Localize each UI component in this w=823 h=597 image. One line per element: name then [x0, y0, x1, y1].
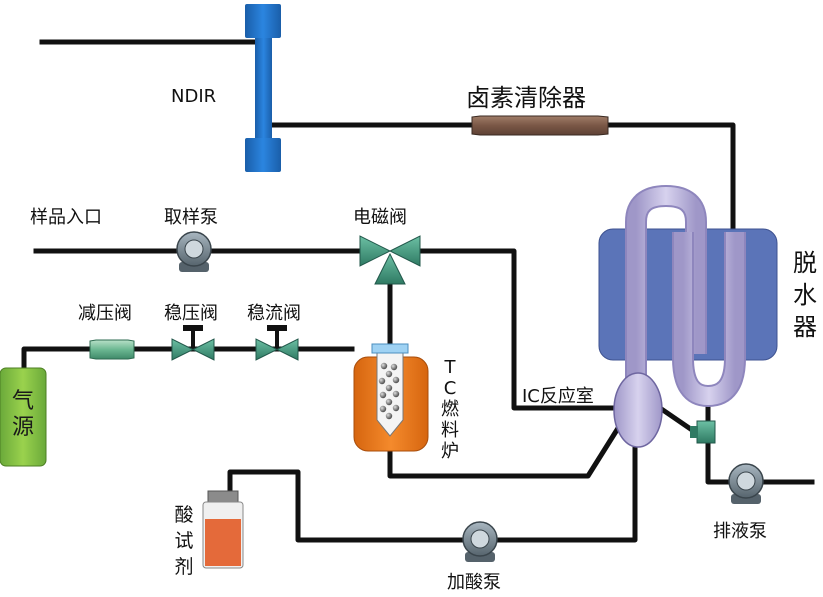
flow-stabilizing-valve-label: 稳流阀	[247, 303, 301, 324]
drain-pump	[728, 463, 764, 504]
halogen-to-dehydrator-pipe	[602, 122, 736, 235]
pressure-reducing-valve-label: 减压阀	[78, 303, 132, 324]
acid-reagent-bottle	[202, 490, 244, 569]
flow-stabilizing-valve	[255, 325, 299, 361]
acid-line-pipe	[227, 437, 638, 543]
ic-reactor-label: IC反应室	[522, 386, 594, 407]
sample-inlet-label: 样品入口	[30, 207, 102, 228]
pressure-stabilizing-valve-label: 稳压阀	[164, 303, 218, 324]
solenoid-valve	[359, 235, 421, 285]
acid-reagent-label: 酸试剂	[174, 504, 194, 578]
ndir-label: NDIR	[171, 86, 217, 107]
drain-pipe	[705, 395, 815, 485]
drain-pump-label: 排液泵	[713, 521, 767, 542]
dehydrator-label: 脱水器	[793, 249, 817, 341]
tc-furnace-label: TC燃料炉	[441, 357, 459, 462]
dehydrator	[598, 184, 778, 408]
pressure-reducing-valve	[89, 339, 135, 360]
gas-supply-pipe	[21, 346, 355, 375]
valve-to-ic-pipe	[417, 248, 619, 411]
ic-reactor	[613, 372, 663, 448]
tc-to-ic-pipe	[387, 421, 624, 479]
pressure-stabilizing-valve	[171, 325, 215, 361]
solenoid-valve-label: 电磁阀	[353, 207, 407, 228]
halogen-remover-label: 卤素清除器	[466, 84, 586, 112]
gas-source-label: 气源	[11, 389, 34, 440]
halogen-remover	[471, 115, 609, 136]
tc-furnace	[353, 343, 429, 452]
gas-source	[0, 367, 47, 467]
catalyst-beads	[378, 362, 400, 420]
ndir-analyzer	[245, 4, 281, 172]
acid-pump-label: 加酸泵	[447, 572, 501, 593]
sampling-pump	[176, 231, 212, 272]
sampling-pump-label: 取样泵	[164, 207, 218, 228]
drain-tee	[690, 420, 716, 444]
ic-to-drain-pipe	[656, 404, 699, 436]
acid-pump	[462, 521, 498, 562]
